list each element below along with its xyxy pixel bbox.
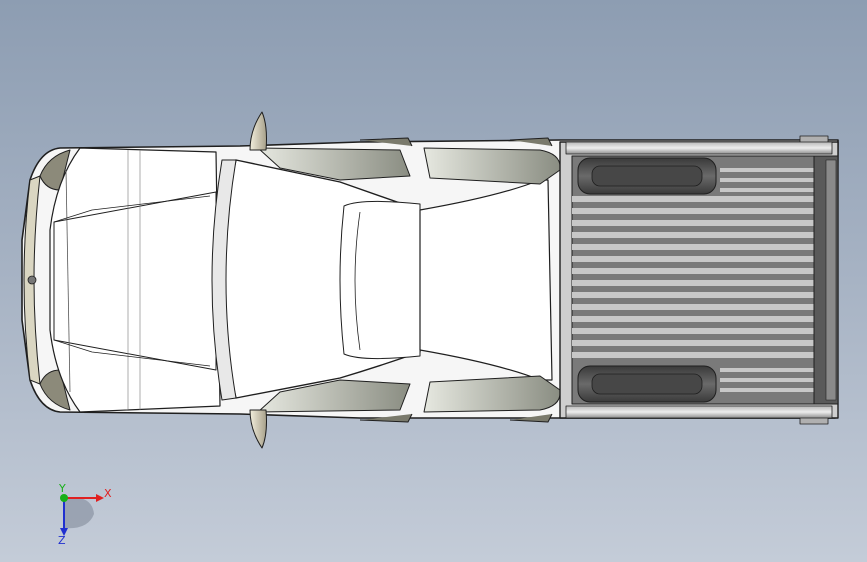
pickup-truck-model[interactable] [21,111,839,449]
y-axis-dot [60,494,68,502]
bed-rail-right [565,405,833,419]
hood-panel [49,147,221,413]
x-axis-label: X [104,487,112,500]
bed-ribs [572,168,814,392]
y-axis-label: Y [58,482,66,495]
window-front-right [257,379,411,413]
triad-shadow [64,497,94,529]
z-axis-label: Z [58,534,66,547]
window-rear-right [423,375,561,413]
front-emblem [27,275,37,285]
windshield-pillar [211,159,237,401]
bed-rail-left [565,141,833,155]
window-rear-left [423,147,561,185]
rear-cab [419,179,553,381]
coordinate-triad-icon: X Y Z [58,482,112,547]
mirror-left [249,111,267,151]
mirror-right [249,409,267,449]
sunroof [339,200,421,360]
window-front-left [257,147,411,181]
